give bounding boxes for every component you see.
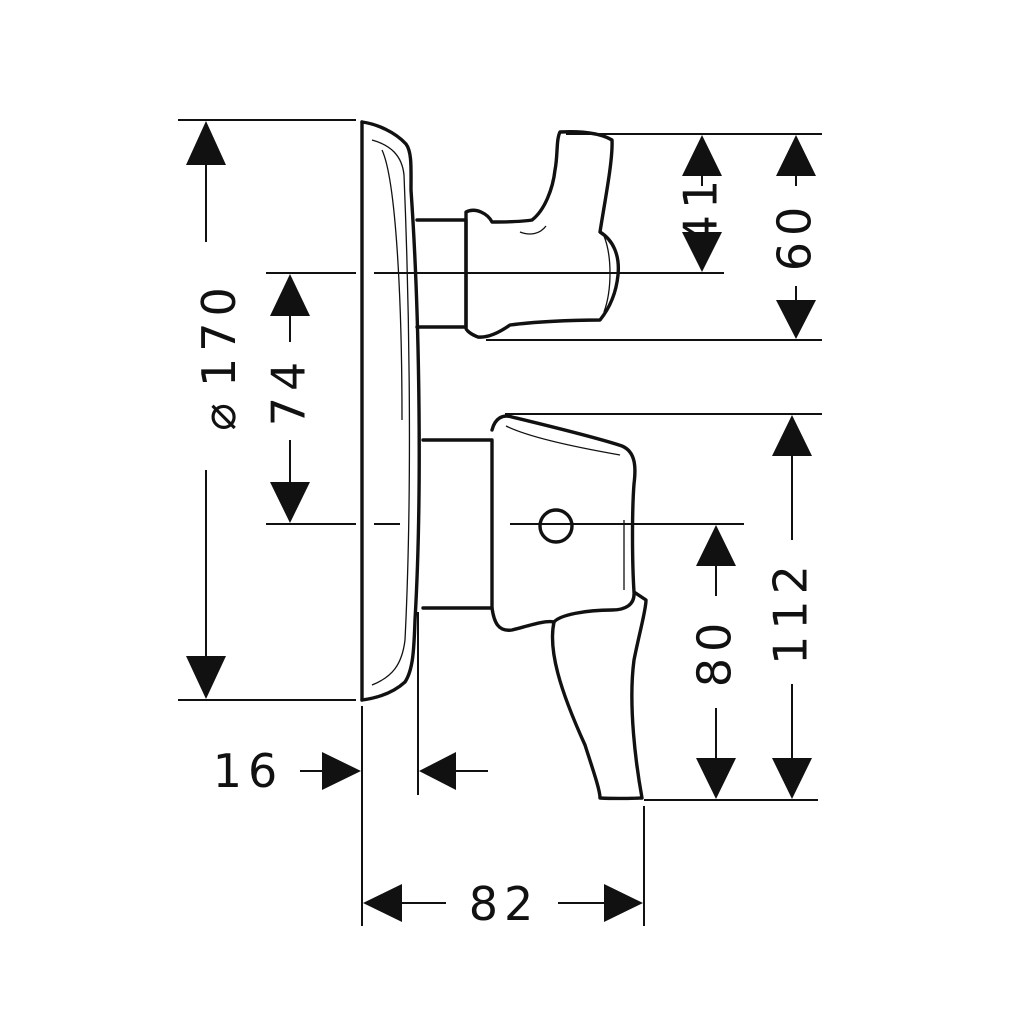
dimension-16 [300, 752, 488, 790]
dimension-80 [696, 525, 736, 799]
dimension-82 [363, 884, 643, 922]
extension-lines [178, 119, 822, 926]
arrow-down [776, 300, 816, 339]
arrow-up [772, 415, 812, 456]
arrow-up [270, 274, 310, 316]
center-lines [266, 272, 744, 525]
arrow-down [270, 482, 310, 523]
arrow-left [363, 884, 402, 922]
dim-label-74: 74 [262, 356, 316, 427]
dim-label-80: 80 [688, 617, 742, 688]
arrow-up [682, 135, 722, 176]
arrow-right [604, 884, 643, 922]
svg-text:⌀170: ⌀ 170 [192, 281, 246, 431]
dim-label-112: 112 [764, 559, 818, 665]
dimension-41 [682, 135, 722, 272]
lower-stem [421, 438, 494, 610]
arrow-down [772, 758, 812, 799]
arrow-down [682, 232, 722, 272]
arrow-down [186, 656, 226, 699]
dimension-74 [270, 274, 310, 523]
arrow-up [696, 525, 736, 566]
arrow-down [696, 758, 736, 799]
diameter-symbol: ⌀ [192, 397, 246, 431]
dim-label-16: 16 [213, 744, 284, 798]
arrow-up [186, 121, 226, 165]
dimension-diameter-170 [186, 121, 226, 699]
arrow-right [322, 752, 361, 790]
arrow-up [776, 135, 816, 176]
arrow-left [419, 752, 456, 790]
diameter-value: 170 [192, 281, 246, 387]
upper-handle [464, 130, 621, 339]
dim-label-60: 60 [768, 201, 822, 272]
dim-label-82: 82 [469, 877, 540, 931]
rosette-plate [360, 120, 421, 702]
lower-handle [490, 414, 648, 801]
dimension-112 [772, 415, 812, 799]
dim-label-41: 41 [674, 174, 728, 245]
dimension-labels: ⌀ 170 74 41 60 80 112 16 82 [192, 174, 822, 931]
dimension-60 [776, 135, 816, 339]
